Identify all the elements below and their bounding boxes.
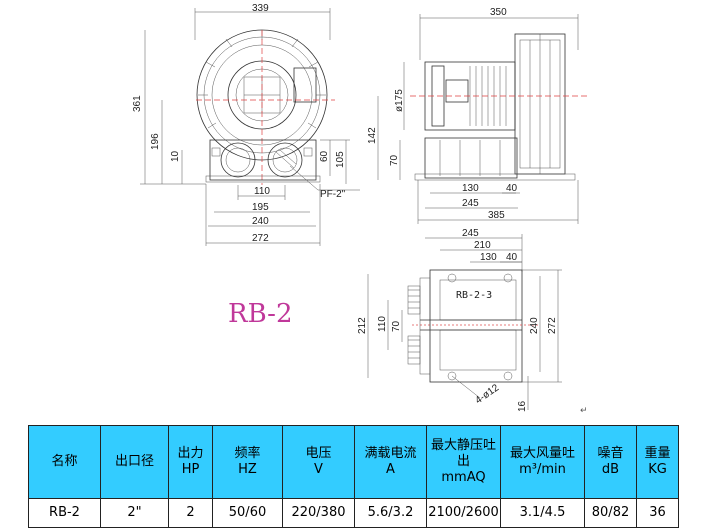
- dim-bottom-240: 240: [529, 317, 540, 334]
- dim-bottom-70: 70: [391, 320, 402, 332]
- flange-label: RB-2-3: [456, 290, 492, 301]
- dim-front-339: 339: [252, 3, 269, 14]
- dim-front-195: 195: [252, 202, 269, 213]
- dim-bottom-130: 130: [480, 252, 497, 263]
- dim-bottom-272: 272: [547, 317, 558, 334]
- cell-static-pressure: 2100/2600: [426, 498, 501, 528]
- side-view: 350 ø175 142 70: [367, 7, 590, 224]
- dim-front-196: 196: [150, 133, 161, 150]
- dim-side-dia175: ø175: [394, 89, 405, 112]
- cell-outlet: 2": [100, 498, 169, 528]
- bottom-view: 245 210 130 40 RB-2-3 4-ø12: [357, 228, 562, 412]
- cell-voltage: 220/380: [282, 498, 355, 528]
- dim-bottom-110: 110: [377, 316, 388, 332]
- dim-bottom-210: 210: [474, 240, 491, 251]
- dim-bottom-212: 212: [357, 317, 368, 334]
- dim-front-240: 240: [252, 216, 269, 227]
- dim-side-70: 70: [389, 154, 400, 166]
- dim-front-105: 105: [335, 151, 346, 168]
- dim-front-60: 60: [319, 150, 330, 162]
- cell-airflow: 3.1/4.5: [500, 498, 585, 528]
- dim-side-385: 385: [488, 210, 505, 221]
- dim-side-130: 130: [462, 183, 479, 194]
- dim-side-40: 40: [506, 183, 518, 194]
- dim-bottom-40: 40: [506, 252, 518, 263]
- technical-drawing: 339: [132, 3, 590, 412]
- header-airflow: 最大风量吐 m³/min: [500, 425, 585, 499]
- paragraph-mark-icon: ↵: [580, 406, 588, 416]
- dim-bottom-16: 16: [517, 400, 528, 412]
- dim-front-110: 110: [254, 186, 270, 197]
- cell-name: RB-2: [28, 498, 101, 528]
- cell-weight: 36: [636, 498, 679, 528]
- dim-side-142: 142: [367, 127, 378, 144]
- cell-frequency: 50/60: [212, 498, 283, 528]
- dim-front-10: 10: [170, 150, 181, 162]
- front-view: 339: [132, 3, 360, 246]
- dim-side-350: 350: [490, 7, 507, 18]
- cell-current: 5.6/3.2: [354, 498, 427, 528]
- dim-front-361: 361: [132, 95, 143, 112]
- outlet-label: PF-2": [320, 189, 346, 200]
- cell-noise: 80/82: [584, 498, 637, 528]
- header-outlet: 出口径: [100, 425, 169, 499]
- dim-side-245: 245: [462, 198, 479, 209]
- spec-data-row: RB-2 2" 2 50/60 220/380 5.6/3.2 2100/260…: [28, 498, 679, 528]
- header-name: 名称: [28, 425, 101, 499]
- dim-bottom-245: 245: [462, 228, 479, 239]
- dim-front-272: 272: [252, 233, 269, 244]
- cell-power: 2: [168, 498, 213, 528]
- hole-label: 4-ø12: [473, 382, 501, 406]
- model-name: RB-2: [228, 299, 293, 329]
